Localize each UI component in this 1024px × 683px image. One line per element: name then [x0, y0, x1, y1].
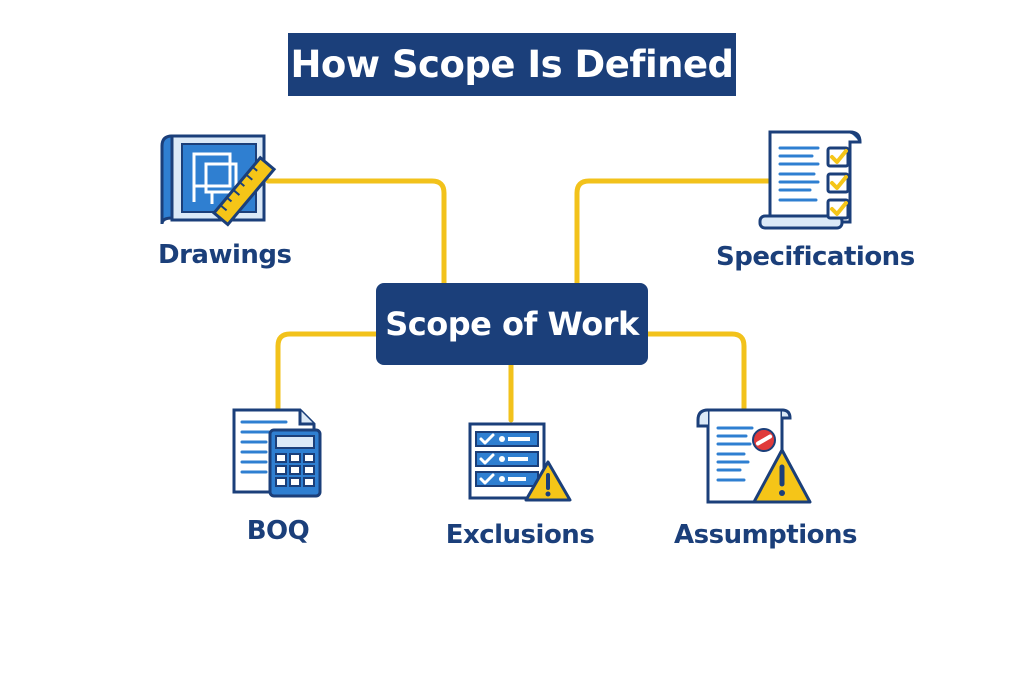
checklist-document-icon [758, 130, 862, 230]
node-label-boq: BOQ [246, 516, 310, 546]
title-banner: How Scope Is Defined [288, 33, 736, 96]
page-title: How Scope Is Defined [290, 43, 734, 86]
calculator-document-icon [232, 408, 322, 498]
blueprint-ruler-icon [160, 134, 277, 227]
connector-assumptions [645, 331, 747, 411]
connector-drawings [265, 178, 447, 286]
node-label-exclusions: Exclusions [445, 520, 595, 550]
document-warning-icon [696, 408, 812, 504]
node-label-specifications: Specifications [716, 242, 915, 272]
connector-specifications [574, 178, 773, 286]
connector-boq [275, 331, 379, 411]
checklist-warning-icon [468, 422, 572, 502]
node-label-drawings: Drawings [158, 240, 292, 270]
scope-of-work-node: Scope of Work [376, 283, 648, 365]
scope-of-work-label: Scope of Work [385, 305, 639, 343]
node-label-assumptions: Assumptions [674, 520, 857, 550]
